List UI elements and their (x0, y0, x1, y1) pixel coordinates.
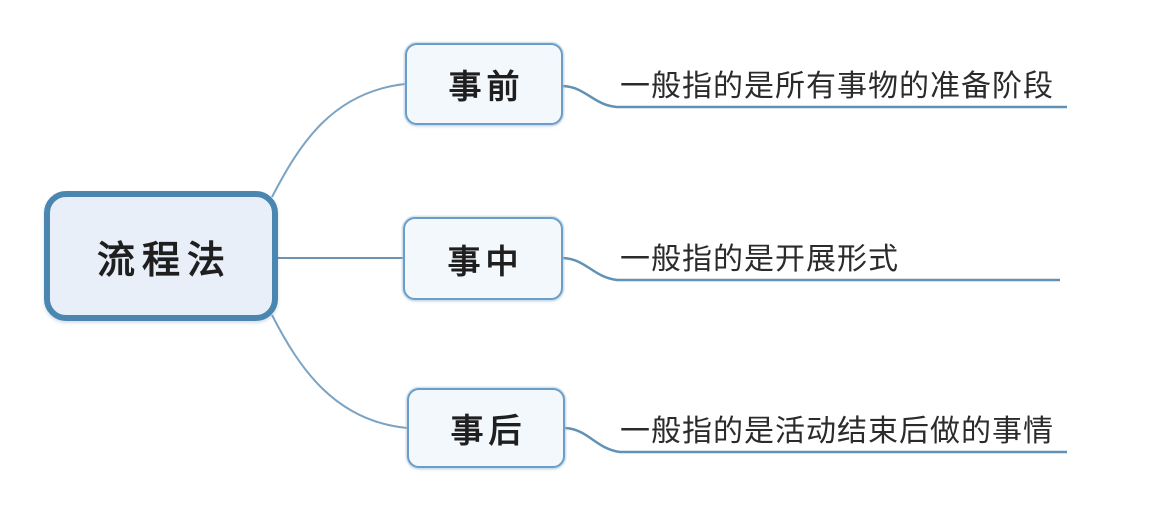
child-node-before[interactable]: 事前 (405, 43, 563, 125)
child-node-after[interactable]: 事后 (407, 388, 565, 468)
root-topic-node[interactable]: 流程法 (44, 191, 278, 321)
subtopic-text-after[interactable]: 一般指的是活动结束后做的事情 (620, 415, 1054, 448)
connector-root-to-before (271, 83, 406, 198)
subtopic-text-before[interactable]: 一般指的是所有事物的准备阶段 (620, 70, 1054, 103)
child-node-during[interactable]: 事中 (403, 217, 563, 300)
subtopic-text-during[interactable]: 一般指的是开展形式 (620, 243, 899, 276)
connector-root-to-after (271, 314, 408, 429)
